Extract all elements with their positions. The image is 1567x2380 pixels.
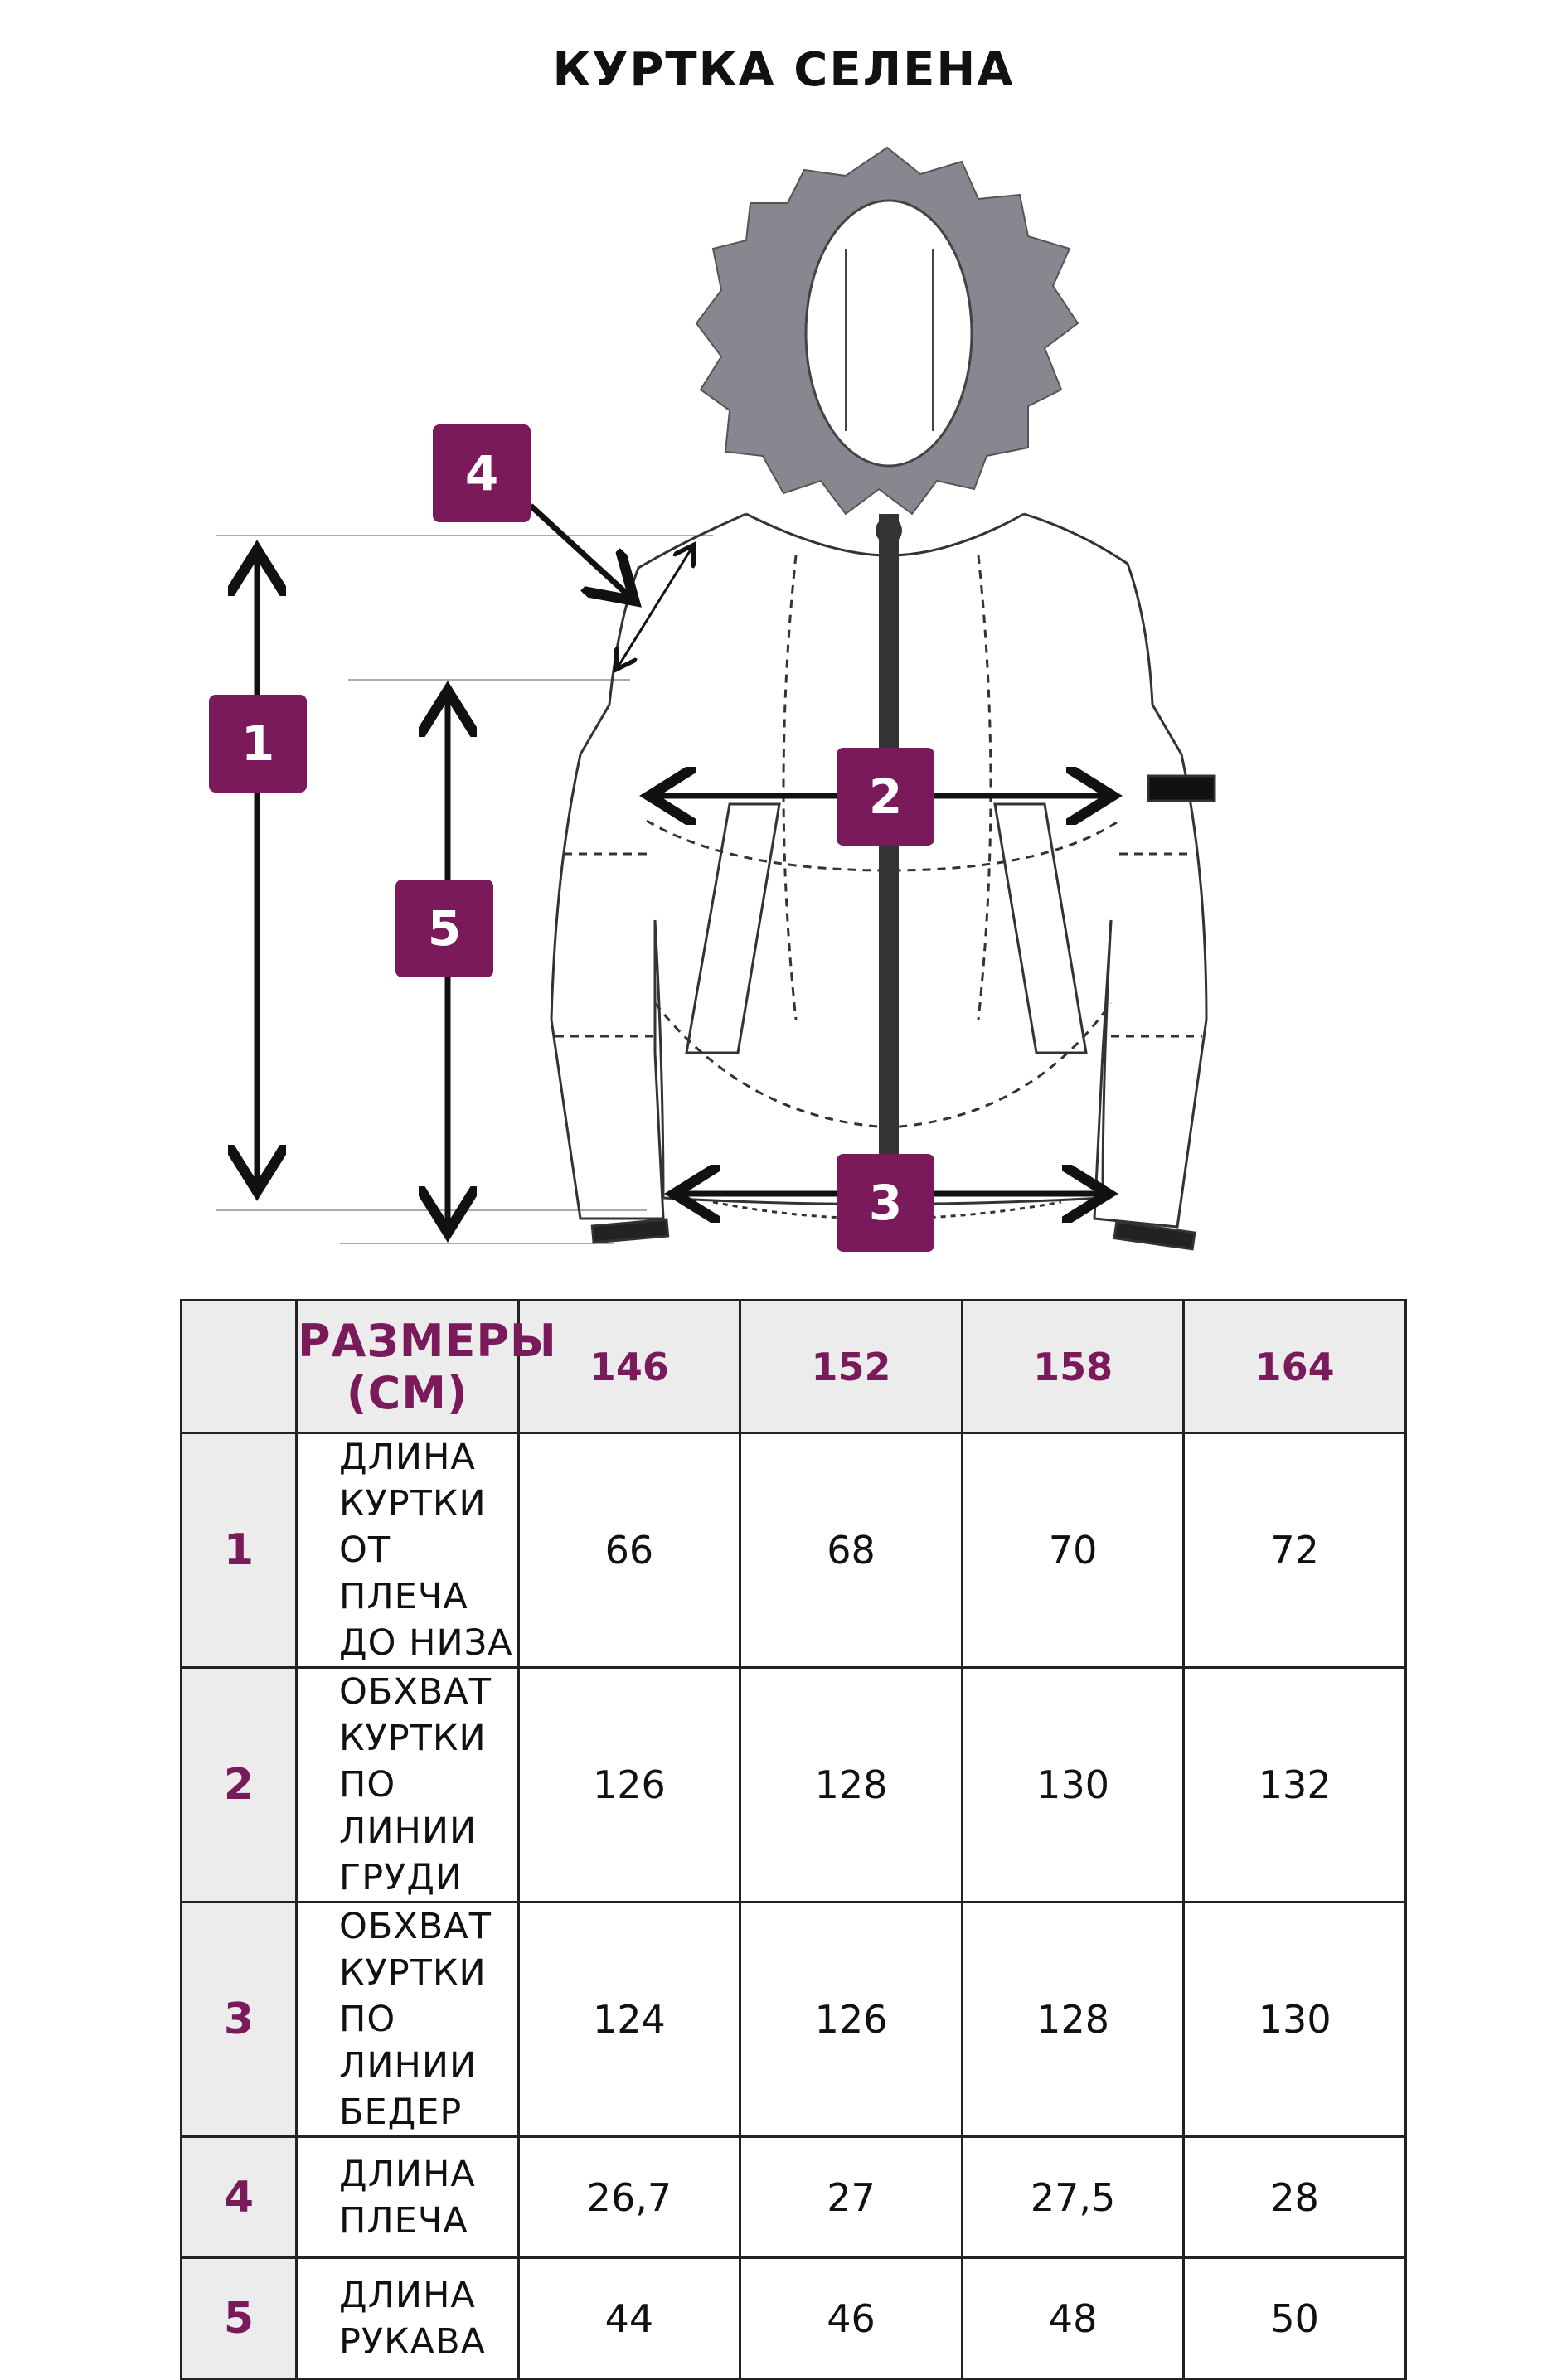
table-row: 5 ДЛИНА РУКАВА 44 46 48 50 <box>180 2256 1407 2380</box>
row-description-line: ОБХВАТ КУРТКИ <box>339 1671 492 1759</box>
row-value: 66 <box>517 1432 742 1669</box>
row-description: ОБХВАТ КУРТКИ ПО ЛИНИИ БЕДЕР <box>295 1901 520 2138</box>
row-value: 27,5 <box>960 2135 1186 2259</box>
row-value: 126 <box>739 1901 963 2138</box>
zipper-icon <box>879 514 899 1210</box>
row-value: 72 <box>1182 1432 1407 1669</box>
header-size-146: 146 <box>517 1299 742 1434</box>
row-value: 26,7 <box>517 2135 742 2259</box>
row-value: 27 <box>739 2135 963 2259</box>
row-value: 124 <box>517 1901 742 2138</box>
row-description: ОБХВАТ КУРТКИ ПО ЛИНИИ ГРУДИ <box>295 1666 520 1903</box>
table-header-row: РАЗМЕРЫ (СМ) 146 152 158 164 <box>180 1299 1407 1434</box>
badge-measure-1: 1 <box>209 695 307 793</box>
jacket-illustration <box>216 146 1216 1251</box>
row-value: 28 <box>1182 2135 1407 2259</box>
row-value: 130 <box>1182 1901 1407 2138</box>
row-value: 44 <box>517 2256 742 2380</box>
row-number: 3 <box>180 1901 298 2138</box>
row-description-line: ДЛИНА КУРТКИ <box>339 1437 487 1524</box>
row-value: 130 <box>960 1666 1186 1903</box>
fur-hood-icon <box>695 146 1079 516</box>
badge-measure-2: 2 <box>837 748 934 846</box>
header-size-152: 152 <box>739 1299 963 1434</box>
row-description: ДЛИНА РУКАВА <box>295 2256 520 2380</box>
row-description-line: ОТ ПЛЕЧА ДО НИЗА <box>339 1529 513 1664</box>
table-row: 4 ДЛИНА ПЛЕЧА 26,7 27 27,5 28 <box>180 2135 1407 2259</box>
row-description: ДЛИНА ПЛЕЧА <box>295 2135 520 2259</box>
size-table: РАЗМЕРЫ (СМ) 146 152 158 164 1 ДЛИНА КУР… <box>180 1299 1407 2380</box>
badge-measure-4: 4 <box>433 424 531 522</box>
row-value: 126 <box>517 1666 742 1903</box>
row-value: 48 <box>960 2256 1186 2380</box>
row-value: 128 <box>960 1901 1186 2138</box>
row-number: 4 <box>180 2135 298 2259</box>
table-row: 3 ОБХВАТ КУРТКИ ПО ЛИНИИ БЕДЕР 124 126 1… <box>180 1901 1407 2138</box>
row-value: 50 <box>1182 2256 1407 2380</box>
measurement-arrows <box>257 503 1107 1227</box>
badge-measure-5: 5 <box>395 880 493 977</box>
header-title-cell: РАЗМЕРЫ (СМ) <box>295 1299 556 1434</box>
header-size-164: 164 <box>1182 1299 1407 1434</box>
shoulder-measure-line <box>618 547 692 667</box>
row-value: 46 <box>739 2256 963 2380</box>
row-value: 132 <box>1182 1666 1407 1903</box>
row-number: 2 <box>180 1666 298 1903</box>
row-value: 128 <box>739 1666 963 1903</box>
row-description-line: ПО ЛИНИИ ГРУДИ <box>339 1764 478 1898</box>
table-row: 1 ДЛИНА КУРТКИ ОТ ПЛЕЧА ДО НИЗА 66 68 70… <box>180 1432 1407 1669</box>
row-number: 1 <box>180 1432 298 1669</box>
header-empty-cell <box>180 1299 298 1434</box>
table-row: 2 ОБХВАТ КУРТКИ ПО ЛИНИИ ГРУДИ 126 128 1… <box>180 1666 1407 1903</box>
header-size-158: 158 <box>960 1299 1186 1434</box>
row-number: 5 <box>180 2256 298 2380</box>
row-description-line: ДЛИНА РУКАВА <box>339 2274 486 2363</box>
row-description-line: ПО ЛИНИИ БЕДЕР <box>339 1999 478 2133</box>
row-value: 70 <box>960 1432 1186 1669</box>
row-description-line: ОБХВАТ КУРТКИ <box>339 1906 492 1994</box>
row-description-line: ДЛИНА ПЛЕЧА <box>339 2153 476 2242</box>
badge-measure-3: 3 <box>837 1154 934 1252</box>
page-title: КУРТКА СЕЛЕНА <box>552 43 1015 97</box>
jacket-diagram: 1 2 3 4 5 <box>0 124 1567 1268</box>
row-value: 68 <box>739 1432 963 1669</box>
row-description: ДЛИНА КУРТКИ ОТ ПЛЕЧА ДО НИЗА <box>295 1432 520 1669</box>
